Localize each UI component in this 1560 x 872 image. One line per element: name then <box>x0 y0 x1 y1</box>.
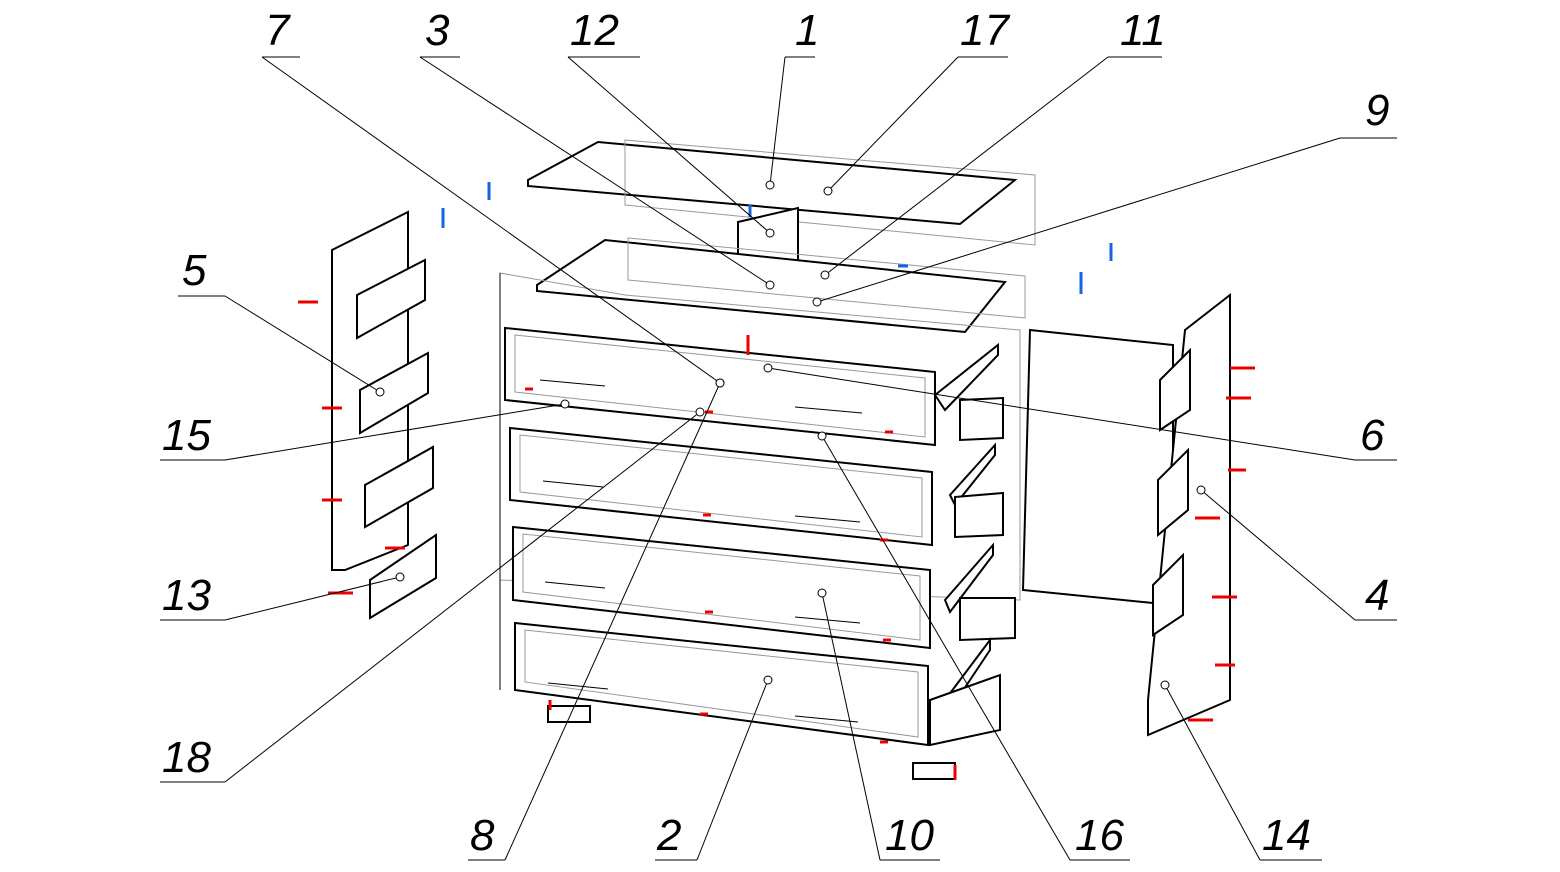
callout-10: 10 <box>817 588 940 861</box>
leader-line <box>827 56 959 192</box>
callout-15: 15 <box>160 399 570 461</box>
callout-3: 3 <box>419 6 775 290</box>
callout-18: 18 <box>160 407 705 783</box>
drawer-3 <box>512 525 1016 650</box>
back-panel <box>1021 328 1174 607</box>
leader-line <box>567 56 771 234</box>
callout-number: 18 <box>162 733 211 782</box>
callout-17: 17 <box>823 6 1010 196</box>
callout-1: 1 <box>765 6 819 190</box>
callout-6: 6 <box>763 363 1397 461</box>
callout-number: 12 <box>570 6 619 55</box>
callout-number: 3 <box>425 6 450 55</box>
leader-line <box>224 411 701 783</box>
callout-number: 16 <box>1075 811 1124 860</box>
leader-dot <box>812 297 822 307</box>
right-side-panel <box>1147 292 1231 737</box>
callout-number: 4 <box>1365 571 1389 620</box>
drawer-4 <box>514 621 1001 747</box>
leader-dot <box>695 407 705 417</box>
leader-dot <box>820 270 830 280</box>
callout-number: 10 <box>885 811 934 860</box>
foot-right <box>912 762 956 780</box>
callout-14: 14 <box>1160 680 1322 861</box>
leader-dot <box>817 431 827 441</box>
leader-dot <box>375 387 385 397</box>
left-side-panel <box>331 210 437 620</box>
callout-16: 16 <box>817 431 1130 861</box>
callout-5: 5 <box>178 246 385 397</box>
callout-number: 9 <box>1365 86 1389 135</box>
leader-line <box>696 679 769 861</box>
leader-line <box>769 56 786 186</box>
leader-dot <box>1160 680 1170 690</box>
callout-12: 12 <box>567 6 775 238</box>
leader-line <box>419 56 771 286</box>
callout-number: 1 <box>795 6 819 55</box>
callout-2: 2 <box>655 675 773 861</box>
callout-number: 2 <box>656 811 681 860</box>
leader-dot <box>763 675 773 685</box>
leader-dot <box>765 180 775 190</box>
leader-line <box>224 576 401 621</box>
leader-dot <box>560 399 570 409</box>
foot-left <box>547 705 591 723</box>
callout-11: 11 <box>820 6 1166 280</box>
callout-number: 5 <box>182 246 207 295</box>
callout-9: 9 <box>812 86 1397 307</box>
leader-dot <box>817 588 827 598</box>
callout-4: 4 <box>1196 485 1397 621</box>
fasteners-blue <box>441 182 1113 294</box>
leader-dot <box>1196 485 1206 495</box>
leader-dot <box>765 228 775 238</box>
leader-dot <box>823 186 833 196</box>
leader-line <box>824 56 1109 276</box>
callout-number: 15 <box>162 411 211 460</box>
callout-13: 13 <box>160 571 405 621</box>
leader-line <box>767 367 1356 461</box>
leader-dot <box>763 363 773 373</box>
callout-number: 6 <box>1360 411 1385 460</box>
leader-line <box>1200 489 1356 621</box>
drawer-1 <box>504 326 1004 447</box>
leader-dot <box>395 572 405 582</box>
callout-number: 14 <box>1262 811 1311 860</box>
leader-line <box>261 56 721 384</box>
leader-line <box>816 137 1341 303</box>
callout-number: 13 <box>162 571 211 620</box>
leader-line <box>1164 684 1261 861</box>
callout-number: 8 <box>470 811 495 860</box>
leader-dot <box>765 280 775 290</box>
callout-number: 11 <box>1120 6 1166 55</box>
leader-line <box>504 382 721 861</box>
callout-number: 7 <box>265 6 291 55</box>
leader-dot <box>715 378 725 388</box>
leader-line <box>821 435 1071 861</box>
callout-number: 17 <box>960 6 1010 55</box>
fasteners-red <box>298 300 1255 780</box>
leader-line <box>224 403 566 461</box>
callout-7: 7 <box>261 6 725 388</box>
leader-line <box>821 592 881 861</box>
leader-line <box>224 295 381 393</box>
callout-8: 8 <box>468 378 725 861</box>
drawer-2 <box>509 426 1004 547</box>
